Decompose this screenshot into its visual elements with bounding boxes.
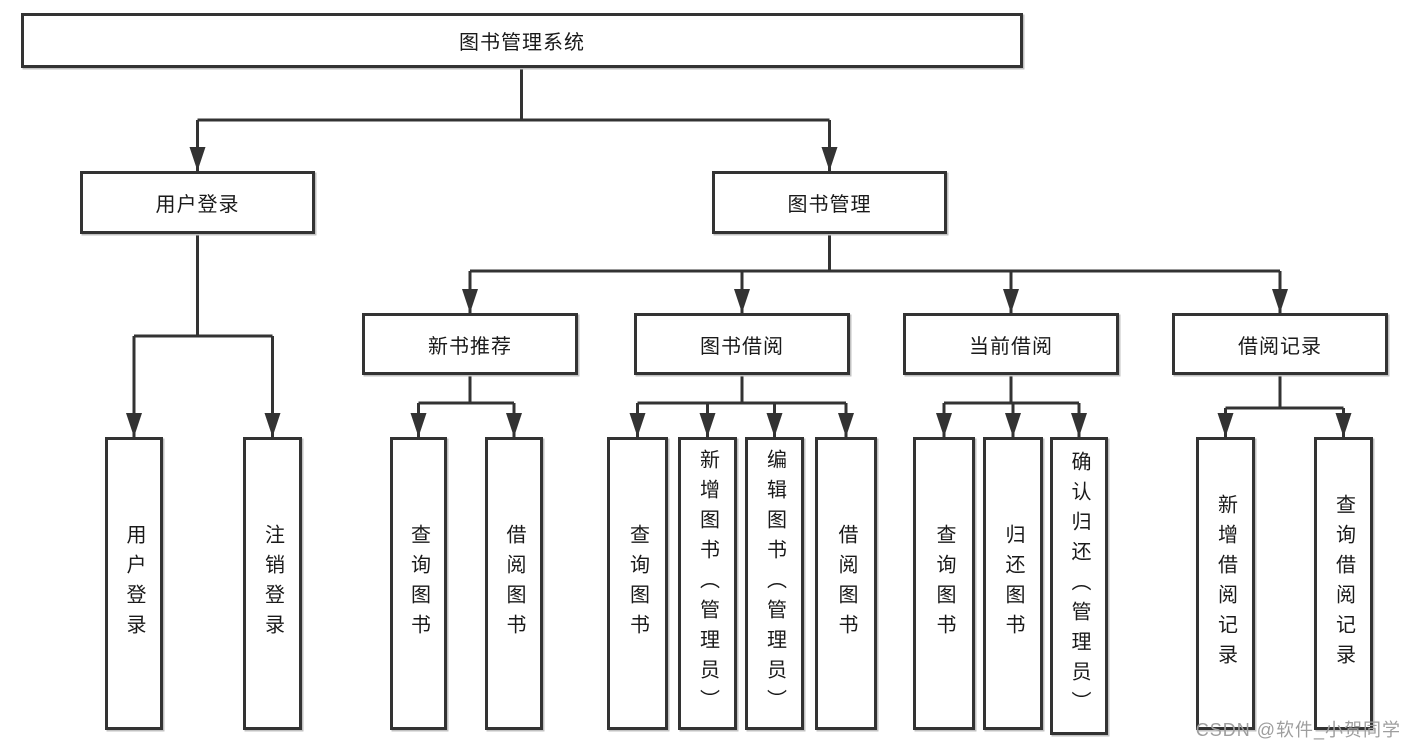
node-user-login-label: 用户登录 [155, 194, 240, 216]
node-current-borrow-label: 当前借阅 [969, 335, 1053, 358]
leaf-borrow-book-label: 借阅图书 [835, 523, 857, 644]
node-new-books: 新书推荐 [362, 313, 578, 375]
connector-current-to-leaves [936, 375, 1087, 437]
leaf-query-borrow-record-label: 查询借阅记录 [1332, 493, 1355, 674]
leaf-newbook-query-label: 查询图书 [407, 523, 430, 644]
node-book-borrow-label: 图书借阅 [700, 335, 784, 358]
node-new-books-label: 新书推荐 [428, 335, 512, 358]
leaf-confirm-return-admin-label: 确认归还（管理员） [1068, 451, 1090, 721]
node-book-borrow: 图书借阅 [634, 313, 850, 375]
connector-borrow-to-leaves [629, 375, 854, 437]
leaf-edit-book-admin: 编辑图书（管理员） [745, 437, 804, 730]
leaf-confirm-return-admin: 确认归还（管理员） [1050, 437, 1108, 735]
leaf-logout: 注销登录 [243, 437, 302, 730]
leaf-add-borrow-record-label: 新增借阅记录 [1214, 493, 1237, 674]
node-book-mgmt-label: 图书管理 [787, 194, 872, 216]
leaf-user-login-label: 用户登录 [123, 523, 145, 644]
leaf-borrow-query-label: 查询图书 [626, 523, 649, 644]
leaf-user-login: 用户登录 [105, 437, 163, 730]
node-borrow-records: 借阅记录 [1172, 313, 1388, 375]
leaf-newbook-query: 查询图书 [390, 437, 447, 730]
node-root: 图书管理系统 [21, 13, 1023, 68]
leaf-current-query: 查询图书 [913, 437, 975, 730]
leaf-newbook-borrow-label: 借阅图书 [503, 523, 525, 644]
leaf-add-book-admin: 新增图书（管理员） [678, 437, 737, 730]
node-root-label: 图书管理系统 [459, 32, 585, 54]
leaf-borrow-book: 借阅图书 [815, 437, 877, 730]
connector-root-to-level2 [189, 68, 838, 171]
connector-records-to-leaves [1217, 375, 1352, 437]
leaf-edit-book-admin-label: 编辑图书（管理员） [763, 448, 786, 719]
leaf-return-book: 归还图书 [983, 437, 1043, 730]
connector-login-to-leaves [126, 234, 281, 437]
node-book-mgmt: 图书管理 [712, 171, 947, 234]
node-borrow-records-label: 借阅记录 [1238, 335, 1322, 358]
node-current-borrow: 当前借阅 [903, 313, 1119, 375]
leaf-newbook-borrow: 借阅图书 [485, 437, 543, 730]
leaf-borrow-query: 查询图书 [607, 437, 668, 730]
leaf-current-query-label: 查询图书 [933, 523, 955, 644]
leaf-add-borrow-record: 新增借阅记录 [1196, 437, 1255, 730]
leaf-query-borrow-record: 查询借阅记录 [1314, 437, 1373, 730]
leaf-logout-label: 注销登录 [261, 523, 284, 644]
connector-newbook-to-leaves [410, 375, 522, 437]
csdn-watermark: CSDN @软件_小贺同学 [1195, 720, 1401, 740]
connector-mgmt-to-level3 [462, 234, 1288, 313]
node-user-login: 用户登录 [80, 171, 315, 234]
leaf-return-book-label: 归还图书 [1002, 523, 1024, 644]
leaf-add-book-admin-label: 新增图书（管理员） [696, 448, 719, 719]
